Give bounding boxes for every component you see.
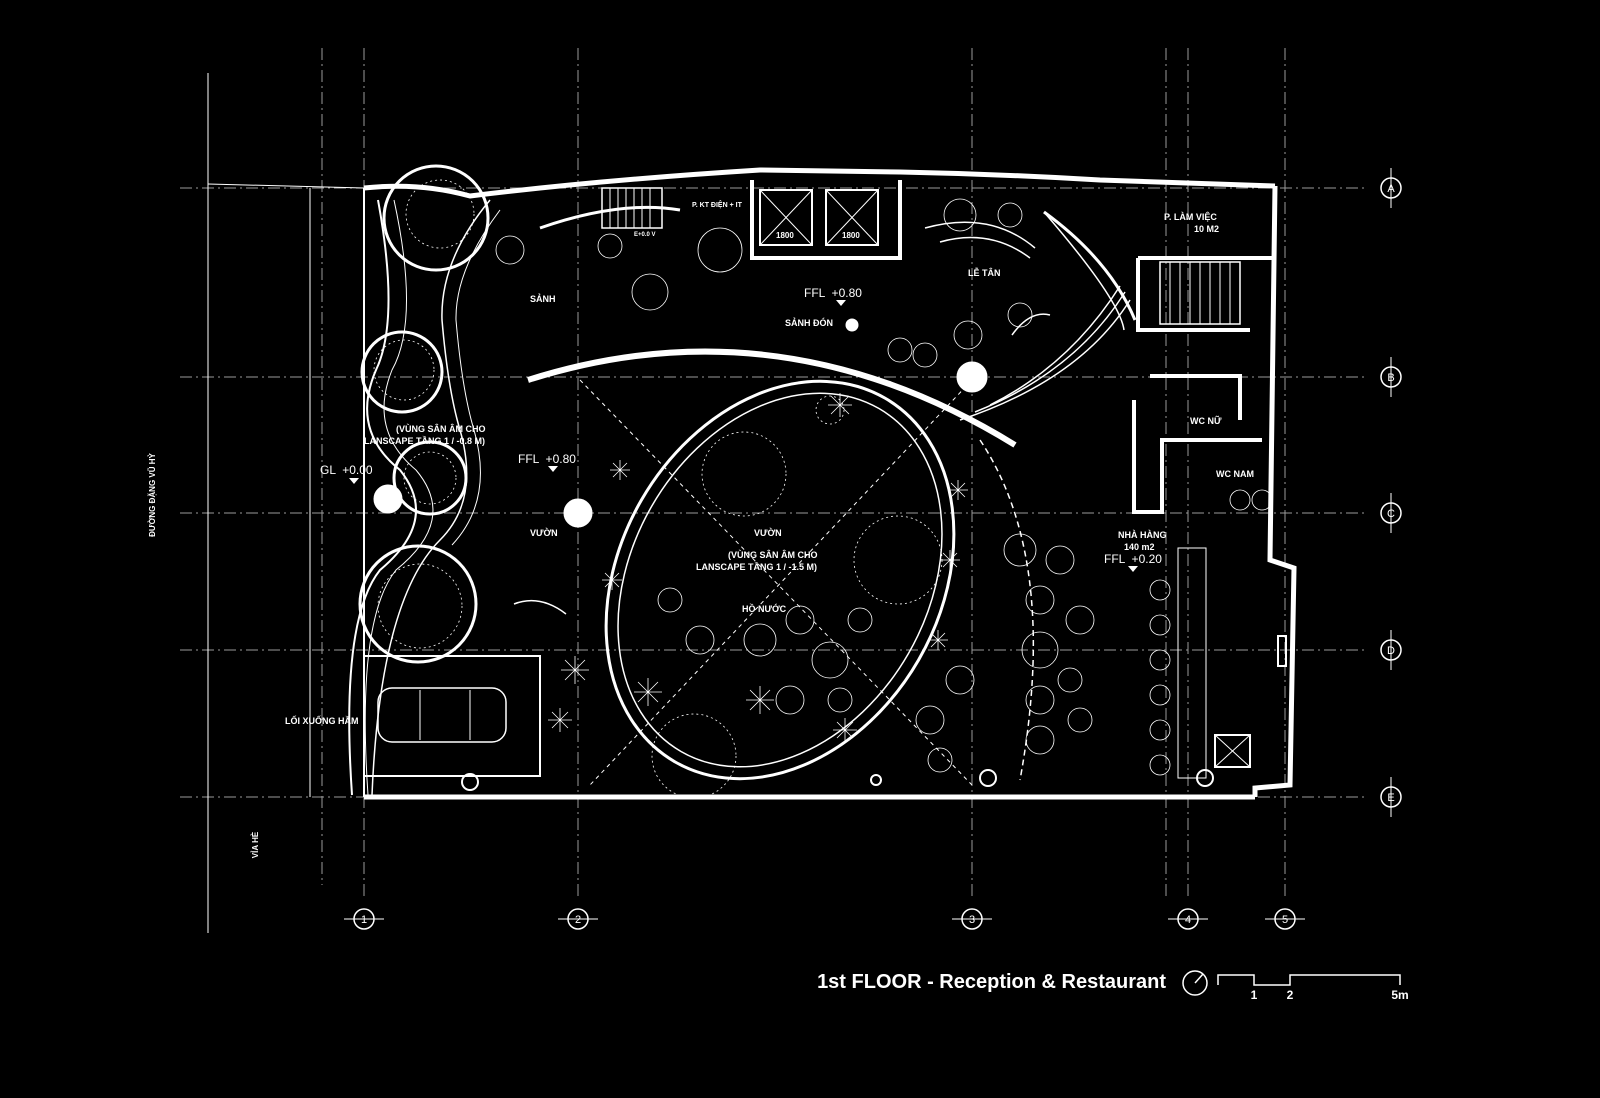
tree-canopies [373,179,943,799]
parking-ramp [363,655,541,777]
room-label-kho: E+0.0 V [634,232,656,238]
room-label-landscape-left-2: LANSCAPE TẦNG 1 / -0.8 M) [364,436,485,446]
axis-label-c: C [1387,508,1395,520]
axis-label-b: B [1387,372,1394,384]
left-serpentine-path [348,199,501,796]
tree-circles-left [358,164,490,664]
drawing-title: 1st FLOOR - Reception & Restaurant [817,971,1166,993]
axis-label-1: 1 [361,914,367,926]
axis-label-3: 3 [969,914,975,926]
curved-walls [527,205,1137,448]
level-label-ffl-left: FFL +0.80 [518,452,576,466]
level-label-gl: GL +0.00 [320,463,373,477]
room-label-nha-hang: NHÀ HÀNG [1118,530,1167,540]
room-label-landscape-left-1: (VÙNG SÂN ÂM CHO [396,423,486,434]
street-sidewalk-label: VỈA HÈ [251,831,260,858]
palm-trees [548,393,968,742]
pergola-arc [979,439,1035,781]
axis-bubbles [344,168,1402,930]
room-label-vuon-left: VƯỜN [530,527,558,538]
room-label-loi-xuong-ham: LỐI XUỐNG HẦM [285,715,359,726]
level-label-ffl-restaurant: FFL +0.20 [1104,552,1162,566]
level-label-ffl-top: FFL +0.80 [804,286,862,300]
room-label-landscape-center-2: LANSCAPE TẦNG 1 / -1.5 M) [696,562,817,572]
axis-label-2: 2 [575,914,581,926]
room-label-sanh-don: SẢNH ĐÓN [785,317,833,328]
north-arrow-icon [1182,970,1208,996]
scale-tick-5m: 5m [1391,988,1408,1002]
room-label-lift-2: 1800 [842,231,860,240]
scale-bar [1217,974,1401,986]
room-label-p-lam-viec: P. LÀM VIỆC [1164,211,1217,222]
axis-label-a: A [1387,183,1395,195]
street-lines [207,73,365,933]
room-label-p-lam-viec-area: 10 M2 [1194,224,1219,234]
room-label-sanh: SẢNH [530,293,556,304]
scale-tick-1: 1 [1251,988,1258,1002]
room-label-lift-1: 1800 [776,231,794,240]
planting-circles [495,198,1273,776]
reception-desks [513,221,1051,615]
central-garden-ellipse [579,379,973,786]
room-label-p-kt-dien: P. KT ĐIỆN + IT [692,200,743,209]
room-label-vuon-center: VƯỜN [754,527,782,538]
room-label-ho-nuoc: HỒ NƯỚC [742,603,787,614]
room-label-nha-hang-area: 140 m2 [1124,542,1155,552]
axis-label-5: 5 [1282,914,1288,926]
room-label-wc-nu: WC NỮ [1190,416,1222,426]
room-label-wc-nam: WC NAM [1216,469,1254,479]
light-fixtures [373,318,988,528]
axis-label-d: D [1387,645,1395,657]
axis-label-4: 4 [1185,914,1191,926]
axis-label-e: E [1387,792,1394,804]
level-triangles [349,300,1138,572]
room-label-le-tan: LỄ TÂN [968,267,1001,278]
scale-tick-2: 2 [1287,988,1294,1002]
w-markers [461,769,1214,791]
room-label-landscape-center-1: (VÙNG SÂN ÂM CHO [728,549,818,560]
street-road-label: ĐƯỜNG ĐẶNG VŨ HỶ [148,452,157,536]
